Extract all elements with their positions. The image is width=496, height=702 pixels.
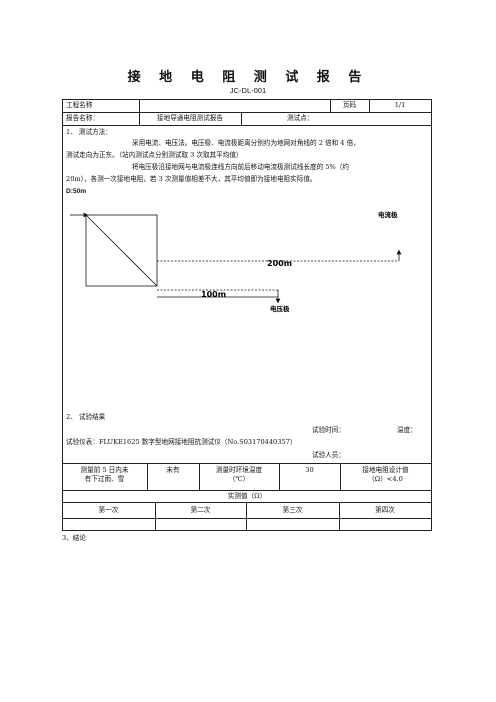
page-label: 页码	[342, 101, 357, 109]
method-heading: 1、 测试方法：	[66, 128, 112, 136]
method-line-1: 采用电流、电压法。电压极、电流极距离分别约为地网对角线的 2 倍和 4 倍，	[132, 139, 360, 147]
voltage-pole-label: 电压极	[270, 304, 290, 313]
distance-200-label: 200m	[267, 259, 292, 268]
report-title: 接 地 电 阻 测 试 报 告	[127, 70, 369, 85]
page-value: 1/1	[394, 101, 406, 109]
tester-label: 试验人员：	[312, 451, 345, 459]
distance-100-label: 100m	[201, 290, 226, 299]
ambient-temp-value: 30	[305, 466, 314, 474]
ground-grid-square	[85, 214, 158, 287]
measured-value-header: 实测值（Ω）	[227, 492, 267, 500]
document-number: JC-DL-001	[229, 86, 267, 95]
electrode-diagram: 电流极 200m 100m 电压极	[70, 210, 402, 313]
current-pole-label: 电流极	[378, 210, 398, 219]
col-first: 第一次	[98, 506, 119, 514]
col-fourth: 第四次	[375, 506, 395, 514]
test-time-label: 试验时间：	[312, 426, 345, 434]
col-third: 第三次	[282, 506, 303, 514]
method-line-3: 将电压极沿接地网与电流极连线方向前后移动电流极测试线长度的 5%（约	[132, 163, 349, 171]
rain-condition-value: 未有	[166, 466, 180, 474]
results-heading: 2、 试验结果	[66, 413, 106, 421]
current-lead-line	[157, 249, 402, 262]
diagonal-label: D:50m	[66, 188, 87, 195]
temperature-label: 温度：	[397, 426, 417, 434]
method-line-4: 20m），各测一次接地电阻，若 3 次测量值相差不大，其平均值即为接地电阻实际值…	[66, 175, 317, 183]
ambient-temp-label: 测量时环境温度（℃）	[215, 466, 263, 483]
test-point-label: 测试点：	[287, 114, 314, 122]
report-name-label: 报告名称：	[66, 114, 99, 122]
report-name-value: 接地导通电阻测试报告	[157, 114, 223, 122]
design-resistance: 接地电阻设计值（Ω）<4.0	[362, 466, 409, 483]
method-line-2: 测试走向为正东。（站内测试点分别测试取 3 次取其平均值）	[66, 151, 243, 159]
rain-condition-label: 测量前 5 日内未有下过雨、雪	[80, 466, 129, 483]
voltage-lead-line	[157, 289, 281, 304]
col-second: 第二次	[190, 506, 211, 514]
conclusion-heading: 3、结论	[62, 534, 86, 542]
instrument-text: 试验仪表：FLUKE1625 数字型地网接地阻抗测试仪（No.S03170440…	[66, 438, 297, 446]
project-name-label: 工程名称	[66, 101, 93, 109]
